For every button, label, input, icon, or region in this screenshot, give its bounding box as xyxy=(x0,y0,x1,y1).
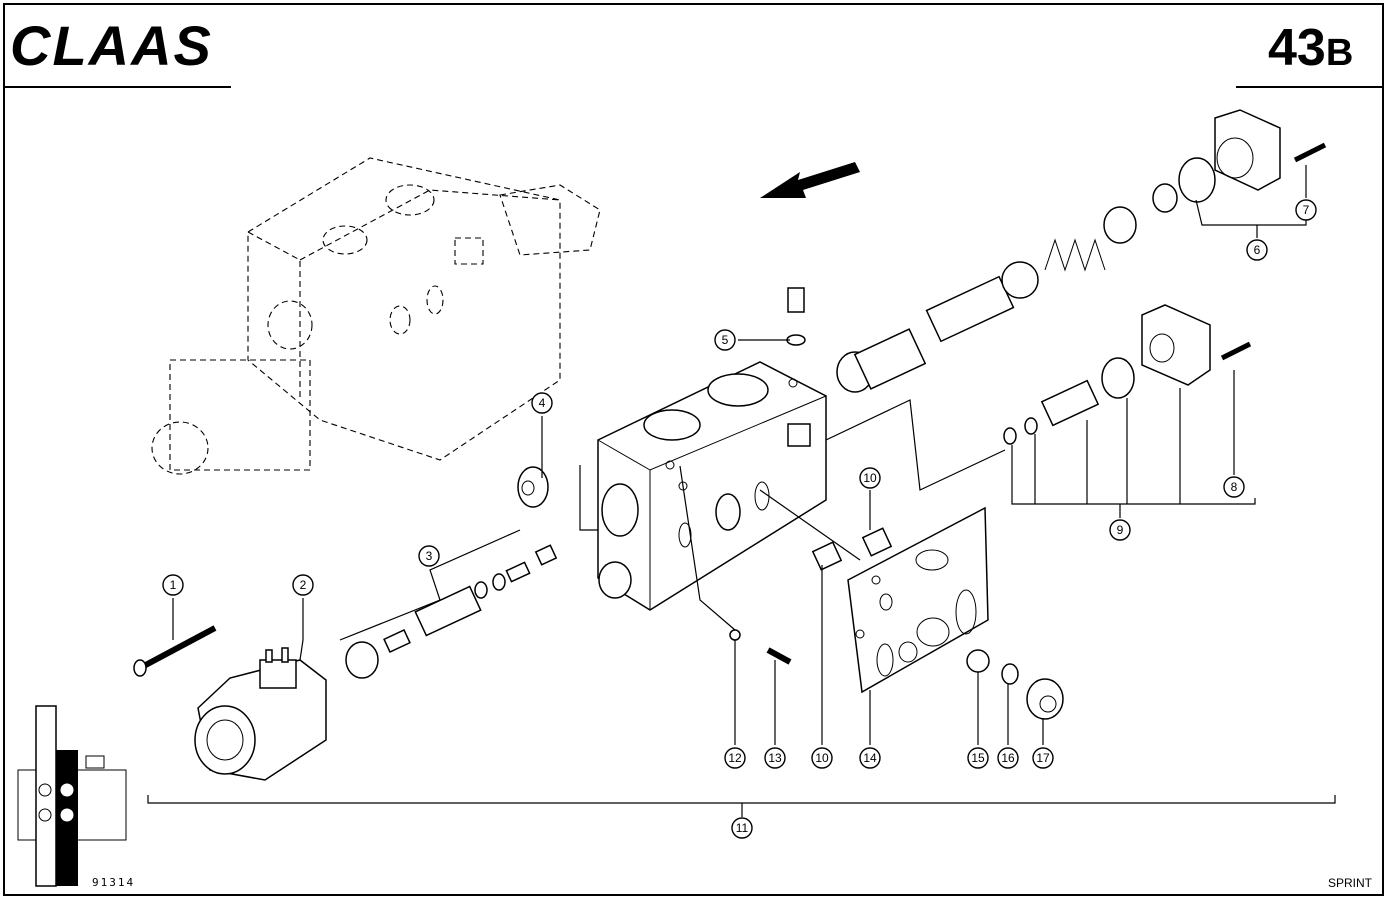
callout-label: 16 xyxy=(1001,751,1015,765)
callout-label: 7 xyxy=(1303,203,1310,217)
callout-label: 12 xyxy=(728,751,742,765)
callout-2: 2 xyxy=(292,574,314,596)
callout-9: 9 xyxy=(1109,519,1131,541)
brand-underline xyxy=(3,86,231,88)
upper-spool-train xyxy=(836,109,1327,393)
callout-label: 10 xyxy=(863,471,877,485)
page-number: 43B xyxy=(1268,22,1353,74)
callout-label: 4 xyxy=(539,396,546,410)
callout-17: 17 xyxy=(1032,747,1054,769)
callout-label: 5 xyxy=(722,333,729,347)
assembly-ghost-outline xyxy=(151,157,601,475)
callout-4: 4 xyxy=(531,392,553,414)
lower-spool-train xyxy=(1003,304,1252,445)
callout-10-lower: 10 xyxy=(811,747,833,769)
model-name: SPRINT xyxy=(1328,876,1373,890)
callout-label: 17 xyxy=(1036,751,1050,765)
callout-label: 3 xyxy=(426,549,433,563)
callout-7: 7 xyxy=(1295,199,1317,221)
callout-14: 14 xyxy=(859,747,881,769)
small-screw-5 xyxy=(786,287,806,346)
spool-set xyxy=(345,544,558,679)
callout-label: 1 xyxy=(170,578,177,592)
plug-4 xyxy=(517,466,549,508)
callout-1: 1 xyxy=(162,574,184,596)
callout-11: 11 xyxy=(731,817,753,839)
page-number-main: 43 xyxy=(1268,19,1326,77)
drawing-frame xyxy=(3,3,1384,896)
callout-label: 9 xyxy=(1117,523,1124,537)
solenoid-coil xyxy=(194,647,327,781)
callout-8: 8 xyxy=(1223,476,1245,498)
page-number-underline xyxy=(1236,86,1384,88)
callout-15: 15 xyxy=(967,747,989,769)
callout-6: 6 xyxy=(1246,239,1268,261)
gasket-plate xyxy=(847,506,989,694)
callout-label: 10 xyxy=(815,751,829,765)
callout-label: 8 xyxy=(1231,480,1238,494)
callout-10-upper: 10 xyxy=(859,467,881,489)
long-screw xyxy=(133,625,217,677)
callout-label: 15 xyxy=(971,751,985,765)
callout-16: 16 xyxy=(997,747,1019,769)
callout-3: 3 xyxy=(418,545,440,567)
page-number-suffix: B xyxy=(1325,32,1354,74)
ball-and-pin xyxy=(729,629,792,665)
callout-12: 12 xyxy=(724,747,746,769)
ball-and-plug xyxy=(966,649,1064,720)
direction-arrow-icon xyxy=(760,162,860,198)
callout-label: 6 xyxy=(1254,243,1261,257)
callout-label: 2 xyxy=(300,578,307,592)
callout-5: 5 xyxy=(714,329,736,351)
bushing-pair xyxy=(811,527,893,571)
callout-13: 13 xyxy=(764,747,786,769)
leader-lines xyxy=(147,165,1336,817)
valve-section-inset xyxy=(17,705,127,887)
brand-logo: CLAAS xyxy=(10,14,213,77)
callout-label: 14 xyxy=(863,751,877,765)
drawing-number: 91314 xyxy=(92,876,136,889)
callout-label: 13 xyxy=(768,751,782,765)
callout-label: 11 xyxy=(736,821,749,835)
valve-block xyxy=(597,361,827,611)
